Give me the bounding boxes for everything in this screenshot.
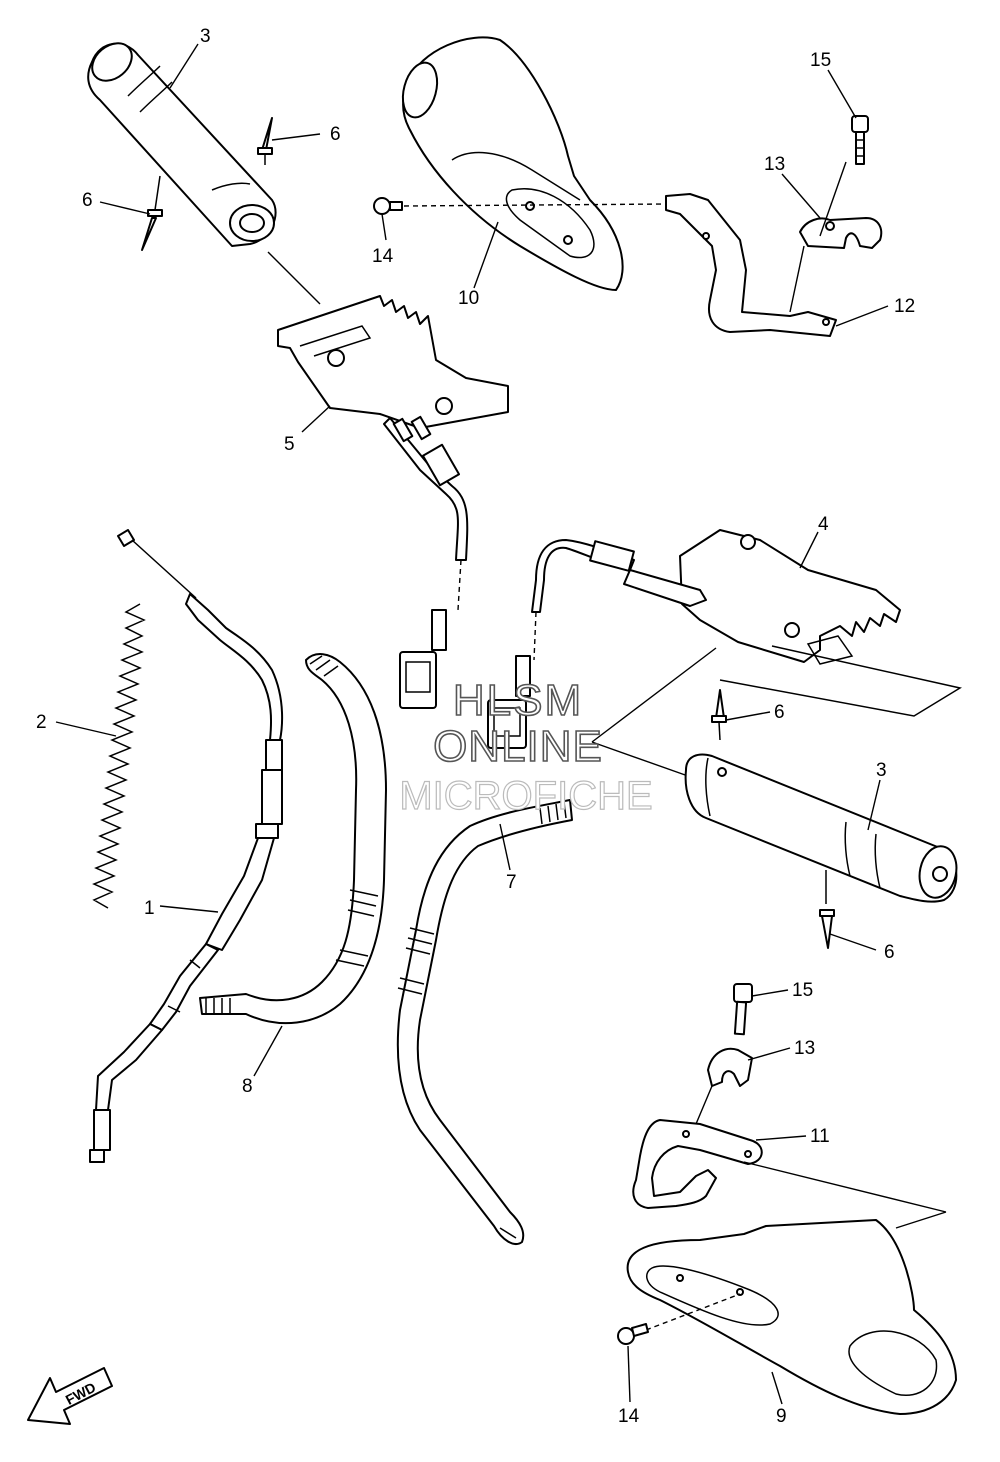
callout-10: 10 bbox=[458, 288, 479, 309]
hand-guard-upper[interactable] bbox=[397, 36, 624, 291]
heater-lower-outline bbox=[719, 645, 962, 717]
callout-13-lower: 13 bbox=[794, 1038, 815, 1059]
callout-labels: 3 6 6 14 10 15 13 12 5 4 2 6 3 7 1 6 15 … bbox=[36, 26, 915, 1427]
hand-guard-lower[interactable] bbox=[626, 1219, 957, 1415]
rivet-lower-top[interactable] bbox=[711, 689, 727, 741]
callout-2: 2 bbox=[36, 712, 47, 733]
dashed-screw-lower bbox=[645, 1293, 741, 1331]
bolt-upper[interactable] bbox=[851, 115, 869, 165]
rivet-upper-left[interactable] bbox=[141, 175, 163, 251]
grip-heater-upper[interactable] bbox=[277, 295, 509, 709]
callout-6-upper-left: 6 bbox=[82, 190, 93, 211]
callout-1: 1 bbox=[144, 898, 155, 919]
screw-lower[interactable] bbox=[617, 1323, 649, 1345]
callout-15-lower: 15 bbox=[792, 980, 813, 1001]
leader-4-heater bbox=[591, 647, 717, 743]
grip-upper[interactable] bbox=[85, 36, 277, 247]
bracket-lower[interactable] bbox=[632, 1119, 763, 1209]
rivet-lower-bottom[interactable] bbox=[819, 870, 835, 949]
leader-4-grip bbox=[591, 741, 689, 777]
callout-12: 12 bbox=[894, 296, 915, 317]
grip-lower[interactable] bbox=[684, 753, 961, 903]
clamp-lower[interactable] bbox=[707, 1047, 753, 1087]
callout-6-lower-top: 6 bbox=[774, 702, 785, 723]
callout-8: 8 bbox=[242, 1076, 253, 1097]
callout-14-upper: 14 bbox=[372, 246, 394, 267]
rivet-upper-right[interactable] bbox=[257, 117, 273, 165]
callout-5: 5 bbox=[284, 434, 295, 455]
callout-14-lower: 14 bbox=[618, 1406, 640, 1427]
bracket-upper[interactable] bbox=[665, 193, 837, 337]
callout-13-upper: 13 bbox=[764, 154, 785, 175]
bolt-lower[interactable] bbox=[733, 983, 753, 1036]
callout-4: 4 bbox=[818, 514, 829, 535]
throttle-cable[interactable] bbox=[89, 529, 284, 1163]
leader-11-guard bbox=[743, 1161, 947, 1213]
clamp-upper[interactable] bbox=[799, 217, 883, 249]
leader-lines bbox=[55, 43, 947, 1405]
hose-left[interactable] bbox=[199, 653, 387, 1025]
screw-upper[interactable] bbox=[373, 197, 403, 215]
callout-6-upper-right: 6 bbox=[330, 124, 341, 145]
callout-3-upper: 3 bbox=[200, 26, 211, 47]
fwd-arrow: FWD bbox=[27, 1367, 113, 1425]
callout-11: 11 bbox=[810, 1126, 830, 1147]
grip-heater-lower[interactable] bbox=[487, 529, 901, 749]
callout-6-lower-bottom: 6 bbox=[884, 942, 895, 963]
callout-15-upper: 15 bbox=[810, 50, 831, 71]
callout-3-lower: 3 bbox=[876, 760, 887, 781]
callout-7: 7 bbox=[506, 872, 517, 893]
callout-9: 9 bbox=[776, 1406, 787, 1427]
hose-right[interactable] bbox=[396, 799, 573, 1245]
spring[interactable] bbox=[92, 603, 146, 909]
